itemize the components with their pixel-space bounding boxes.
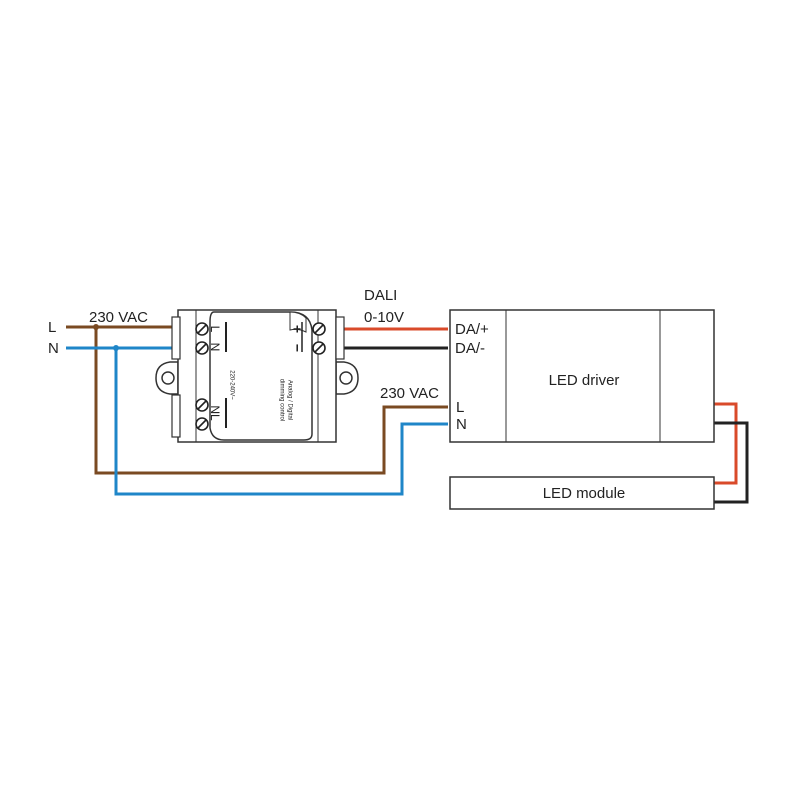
driver-supply-label: 230 VAC [380,385,439,402]
mounting-ear-left [155,361,179,395]
led-module: LED module [449,476,715,510]
module-title: LED module [543,485,626,502]
controller-rating: 220-240V~ [228,370,234,400]
dimming-controller: L N NL 220-240V~ + − Analog / Digital di… [155,309,359,443]
terminal-screw-plus [312,322,326,336]
terminal-screw-n [195,341,209,355]
driver-title: LED driver [549,372,620,389]
controller-terminal-n: N [208,343,222,352]
driver-input-n: N [456,416,467,433]
driver-input-da-minus: DA/- [455,340,485,357]
wires [66,324,749,504]
driver-input-da-plus: DA/+ [455,321,489,338]
terminal-screw-n2 [195,398,209,412]
module-negative-wire [714,421,749,504]
module-positive-wire [714,402,738,485]
controller-terminal-minus: − [289,344,305,352]
mains-n-label: N [48,340,59,357]
live-junction [93,324,99,330]
terminal-screw-minus [312,341,326,355]
neutral-junction [113,345,119,351]
controller-terminal-nl: NL [208,405,222,421]
terminal-screw-l [195,322,209,336]
mains-voltage-label: 230 VAC [89,309,148,326]
mains-l-label: L [48,319,56,336]
terminal-screw-nl [195,417,209,431]
controller-description-line1: Analog / Digital [286,380,292,420]
controller-label-panel [209,311,313,441]
driver-input-l: L [456,399,464,416]
mounting-ear-right [335,361,359,395]
module-body [449,476,715,510]
live-wire-to-driver [94,327,448,475]
control-bus-label-line2: 0-10V [364,309,404,326]
controller-description-line2: dimming control [278,379,284,421]
led-driver: LED driver DA/+ DA/- L N [449,309,715,443]
control-bus-label-line1: DALI [364,287,397,304]
driver-body [449,309,715,443]
controller-terminal-l: L [208,326,222,333]
controller-terminal-plus: + [289,325,305,333]
neutral-wire-to-driver [114,348,448,496]
